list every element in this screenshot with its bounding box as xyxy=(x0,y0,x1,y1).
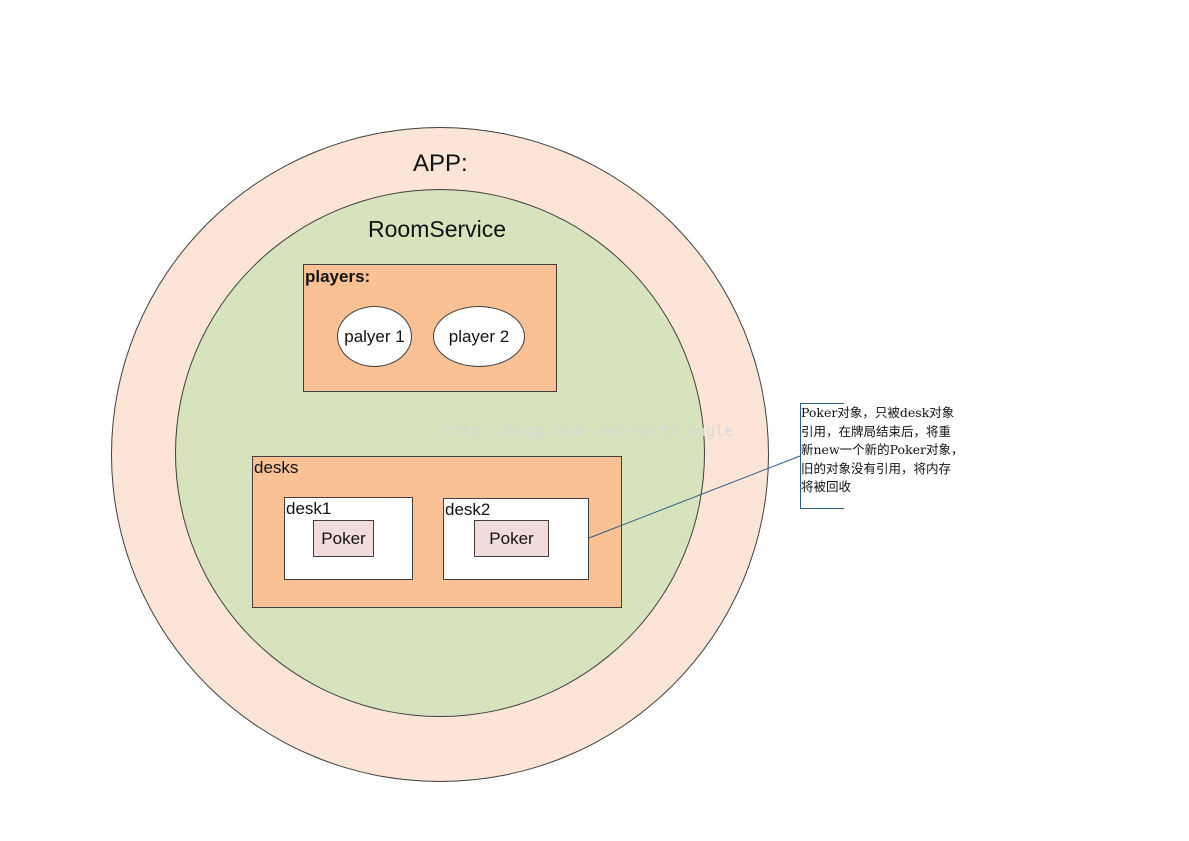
callout-note-line-1: Poker对象，只被desk对象 xyxy=(801,405,955,420)
callout-note-line-2: 引用，在牌局结束后，将重 xyxy=(801,423,952,439)
player-2-oval: player 2 xyxy=(433,306,525,367)
callout-note-line-3: 新new一个新的Poker对象， xyxy=(801,442,964,457)
player-1-oval: palyer 1 xyxy=(337,306,412,367)
app-title: APP: xyxy=(413,150,468,177)
desks-label: desks xyxy=(254,458,299,477)
callout-bracket xyxy=(800,403,844,509)
watermark-url: http://blog.csdn.net/north_eagle xyxy=(444,422,733,440)
players-label: players: xyxy=(305,267,371,286)
desk-2-label: desk2 xyxy=(445,500,491,519)
desk-1-poker: Poker xyxy=(313,520,374,557)
callout-note-line-5: 将被回收 xyxy=(801,479,852,494)
desk-2-poker: Poker xyxy=(474,520,549,557)
callout-note: Poker对象，只被desk对象 引用，在牌局结束后，将重 新new一个新的Po… xyxy=(801,404,1001,497)
desk-1-label: desk1 xyxy=(286,499,332,518)
callout-note-line-4: 旧的对象没有引用，将内存 xyxy=(801,460,952,476)
roomservice-title: RoomService xyxy=(368,216,507,242)
